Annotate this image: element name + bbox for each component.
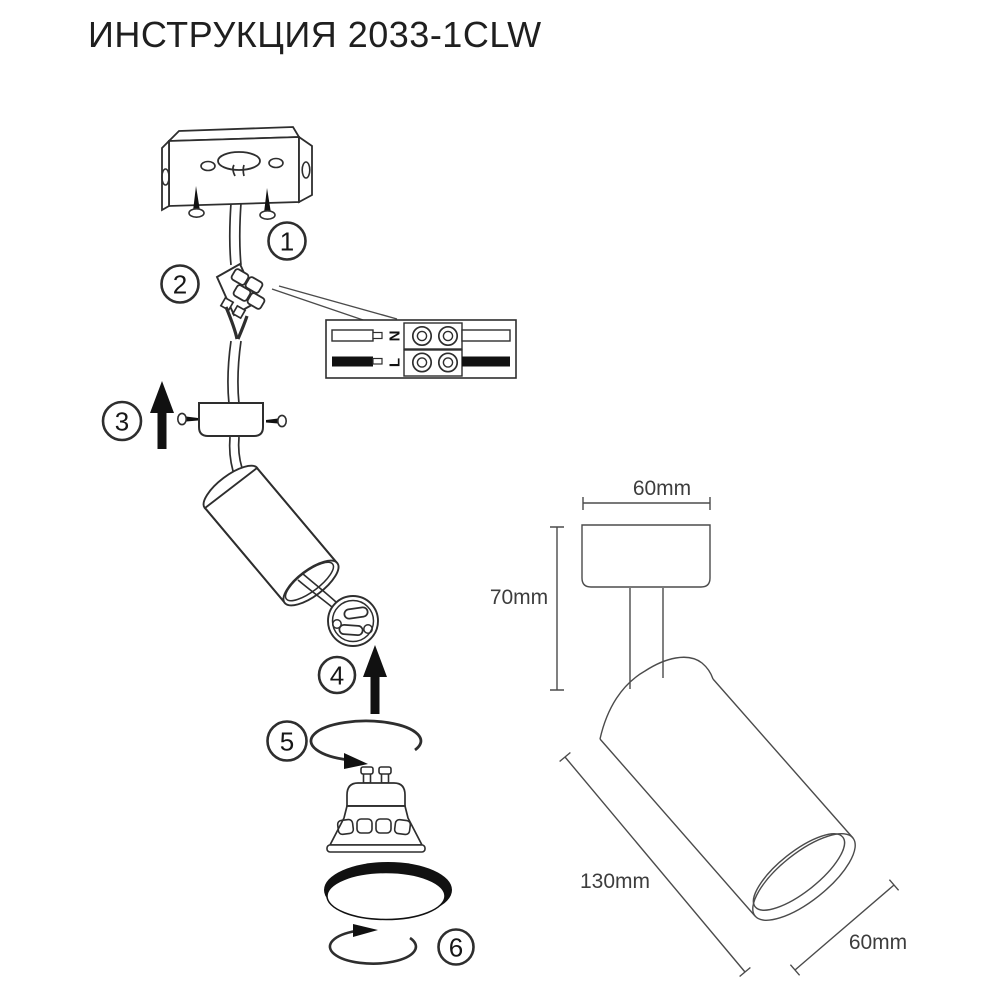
body-diameter-label: 60mm [849,931,907,954]
step-5-number: 5 [280,726,294,756]
step-5-badge: 5 [266,720,308,762]
body-open-end [282,559,340,607]
neutral-wire-right [461,329,511,342]
pin-hole-right [363,624,373,634]
terminal-connector [215,262,266,340]
bulb-rim [326,844,426,853]
dimension-body-diameter: 60mm [789,879,907,976]
wire-entry [231,304,247,320]
canopy-width-label: 60mm [633,477,691,500]
mounting-screw-left-icon [188,186,205,219]
mounting-screw-right-icon [259,188,276,221]
wiring-detail-box: N L [325,319,517,379]
step-4-number: 4 [330,660,344,690]
canopy-screw-right-icon [266,414,287,428]
rotation-arrow-icon [309,719,423,769]
live-label: L [386,358,403,367]
page-title: ИНСТРУКЦИЯ 2033-1CLW [88,14,542,55]
bracket-flange-right [298,135,313,204]
step-1-badge: 1 [267,221,307,261]
step-6-badge: 6 [437,928,475,966]
push-button [230,268,250,286]
step-4-badge: 4 [317,655,357,695]
ferrule [372,331,383,340]
push-button [244,276,264,294]
step-6-number: 6 [449,932,463,962]
gu10-socket [327,595,379,647]
dimension-canopy-width: 60mm [582,477,711,510]
bulb-facet [336,818,355,836]
canopy [177,402,287,437]
up-arrow-icon [150,381,174,449]
fixture-side-view [581,524,856,921]
neutral-label: N [386,331,403,342]
bulb-facet [356,818,373,834]
leader-line [278,285,398,320]
spot-body [202,464,340,607]
decorative-ring [324,862,452,921]
live-wire-right [462,356,510,367]
bracket-flange-left [161,138,170,212]
dimension-fixture-height: 70mm [490,526,564,691]
cable-hole [217,151,261,171]
wire-black-left [224,306,239,340]
step-3-number: 3 [115,406,129,436]
flange-hole-right [301,161,311,179]
neutral-wire-left [331,329,374,342]
step-1-number: 1 [280,226,294,256]
body-sides [599,678,854,917]
canopy-screw-left-icon [177,412,198,426]
screw-hole-left [200,160,216,172]
pin-hole-left [332,619,342,629]
body-shoulder [599,656,714,740]
stem-outline [629,588,664,689]
bulb-facet [375,818,392,834]
body-length-label: 130mm [580,870,650,893]
terminal-cell-bottom [403,349,463,377]
wire-black-right [236,315,249,340]
rotation-arrow-icon [328,924,418,965]
up-arrow-icon [363,645,387,714]
fixture-height-label: 70mm [490,586,548,609]
live-wire-left [332,356,373,367]
leader-line [271,288,367,322]
body-inner-rim [752,833,846,911]
socket-wire [297,573,337,608]
socket-slot-bottom [340,625,362,635]
step-3-badge: 3 [101,400,143,442]
push-button [246,292,266,310]
flange-hole-left [161,168,170,186]
dimension-body-length: 130mm [559,751,751,978]
socket-slot-top [345,608,367,618]
body-open-end [752,833,856,921]
step-2-number: 2 [173,269,187,299]
bulb-facet [393,818,412,836]
power-cable-middle [227,340,242,405]
power-cable-lower [228,436,243,472]
ferrule [372,357,383,365]
screw-hole-right [268,157,284,169]
mounting-bracket [161,126,313,212]
step-2-badge: 2 [160,264,200,304]
canopy-outline [581,524,711,588]
push-button [232,284,252,302]
gu10-bulb [326,766,426,853]
